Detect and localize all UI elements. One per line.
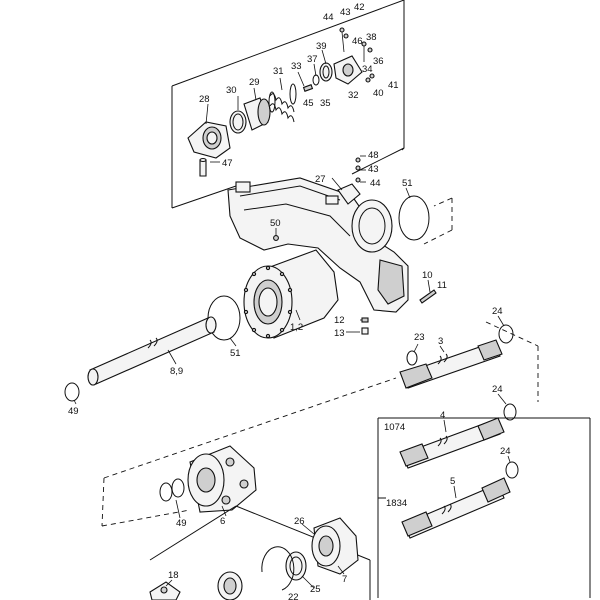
label-51b: 51 — [230, 348, 241, 359]
axle-housing — [227, 177, 409, 313]
part-47-pin — [199, 157, 207, 177]
label-47: 47 — [222, 158, 233, 169]
label-25: 25 — [310, 584, 321, 595]
part-27-block — [337, 157, 361, 205]
part-10-11-bolt — [419, 289, 437, 304]
label-18: 18 — [168, 570, 179, 581]
shaft-group-frame — [101, 321, 539, 527]
snap-ring — [261, 546, 295, 591]
label-42: 42 — [354, 2, 365, 13]
part-24-ring-b — [503, 403, 517, 421]
label-29: 29 — [249, 77, 260, 88]
label-35: 35 — [320, 98, 331, 109]
part-25-ring — [285, 551, 307, 581]
label-34: 34 — [362, 64, 373, 75]
part-3-shaft — [399, 339, 503, 389]
label-12: 12 — [334, 315, 345, 326]
part-7-hub — [311, 517, 359, 575]
label-1074: 1074 — [384, 422, 405, 433]
label-44b: 44 — [370, 178, 381, 189]
label-3: 3 — [438, 336, 443, 347]
part-24-ring-a — [498, 324, 514, 344]
part-50-bolt — [273, 235, 279, 241]
label-37: 37 — [307, 54, 318, 65]
part-32-cap — [333, 55, 363, 85]
label-28: 28 — [199, 94, 210, 105]
part-49-ring-b — [171, 478, 185, 498]
label-41: 41 — [388, 80, 399, 91]
label-24c: 24 — [500, 446, 511, 457]
part-51-seal-right — [398, 195, 430, 241]
label-26: 26 — [294, 516, 305, 527]
part-22-bearing — [217, 571, 243, 600]
part-49-ring-a — [159, 482, 173, 502]
part-29-bearing — [243, 97, 271, 131]
label-51a: 51 — [402, 178, 413, 189]
label-39: 39 — [316, 41, 327, 52]
label-36: 36 — [373, 56, 384, 67]
label-1-2: 1,2 — [290, 322, 303, 333]
part-23-ring — [406, 350, 418, 366]
label-32: 32 — [348, 90, 359, 101]
label-49a: 49 — [68, 406, 79, 417]
part-labels: 44 43 42 46 38 39 31 33 37 29 30 28 45 3… — [68, 2, 511, 600]
part-8-9-tube — [87, 316, 217, 386]
part-4-shaft — [399, 417, 505, 469]
label-44a: 44 — [323, 12, 334, 23]
label-48: 48 — [368, 150, 379, 161]
label-31: 31 — [273, 66, 284, 77]
label-50: 50 — [270, 218, 281, 229]
label-46: 46 — [352, 36, 363, 47]
label-24a: 24 — [492, 306, 503, 317]
label-27: 27 — [315, 174, 326, 185]
label-5: 5 — [450, 476, 455, 487]
drum-bolt-circle — [243, 265, 293, 339]
label-11: 11 — [437, 280, 447, 291]
label-22: 22 — [288, 592, 299, 600]
part-31-spring — [268, 83, 297, 123]
label-10: 10 — [422, 270, 433, 281]
label-43b: 43 — [368, 164, 379, 175]
variant-box — [377, 417, 591, 598]
part-6-planetary-carrier — [187, 445, 257, 513]
part-24-ring-c — [505, 461, 519, 479]
part-5-shaft — [401, 477, 511, 539]
label-30: 30 — [226, 85, 237, 96]
part-49-ring-left — [64, 382, 80, 402]
leader-lines — [73, 49, 511, 589]
part-28-housing — [187, 121, 231, 159]
label-4: 4 — [440, 410, 445, 421]
label-1834: 1834 — [386, 498, 407, 509]
part-18-assembly — [149, 581, 181, 600]
label-23: 23 — [414, 332, 425, 343]
label-38: 38 — [366, 32, 377, 43]
label-49b: 49 — [176, 518, 187, 529]
fasteners-42-46 — [339, 27, 375, 83]
label-8-9: 8,9 — [170, 366, 183, 377]
part-12-13-plug — [361, 317, 369, 335]
label-6: 6 — [220, 516, 225, 527]
part-37-washer — [312, 74, 320, 86]
label-13: 13 — [334, 328, 345, 339]
label-33: 33 — [291, 61, 302, 72]
label-45: 45 — [303, 98, 314, 109]
label-40: 40 — [373, 88, 384, 99]
label-7: 7 — [342, 574, 347, 585]
part-1-2-drum — [243, 249, 339, 339]
label-43a: 43 — [340, 7, 351, 18]
part-33-pin — [302, 84, 314, 92]
label-24b: 24 — [492, 384, 503, 395]
